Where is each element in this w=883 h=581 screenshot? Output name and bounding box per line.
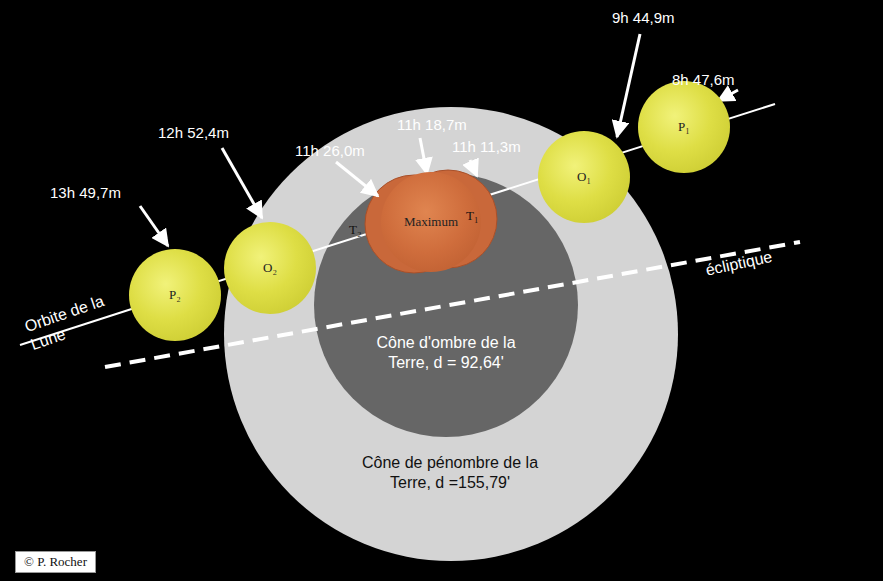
ecliptic-label: écliptique <box>704 248 774 280</box>
time-label: 11h 11,3m <box>452 138 521 155</box>
time-label: 12h 52,4m <box>158 124 229 141</box>
moon-label: P₂ <box>169 287 181 303</box>
leader-arrows <box>140 34 738 246</box>
copyright: © P. Rocher <box>15 551 96 573</box>
moon-disc: P₂ <box>129 249 221 341</box>
zone-label: Cône d'ombre de la Terre, d = 92,64' <box>376 333 516 373</box>
contact-label: T₁ <box>466 208 478 224</box>
moon-disc: O₁ <box>538 131 630 223</box>
time-label: 11h 26,0m <box>295 142 365 159</box>
contact-label: T₂ <box>349 222 361 238</box>
moon-disc: O₂ <box>224 222 316 314</box>
moon-disc: P₁ <box>638 81 730 173</box>
zone-label: Cône de pénombre de la Terre, d =155,79' <box>350 453 550 493</box>
moon-label: P₁ <box>678 119 690 135</box>
moon-label: O₂ <box>263 260 277 276</box>
time-label: 13h 49,7m <box>50 184 121 201</box>
time-label: 11h 18,7m <box>397 116 467 133</box>
moon-label: Maximum <box>404 214 458 230</box>
moon-label: O₁ <box>577 169 591 185</box>
time-label: 9h 44,9m <box>612 9 675 26</box>
moon-orbit-line <box>175 104 775 295</box>
umbra-disc <box>314 173 578 437</box>
time-label: 8h 47,6m <box>672 71 735 88</box>
orbit-label: Orbite de la Lune <box>22 288 121 354</box>
